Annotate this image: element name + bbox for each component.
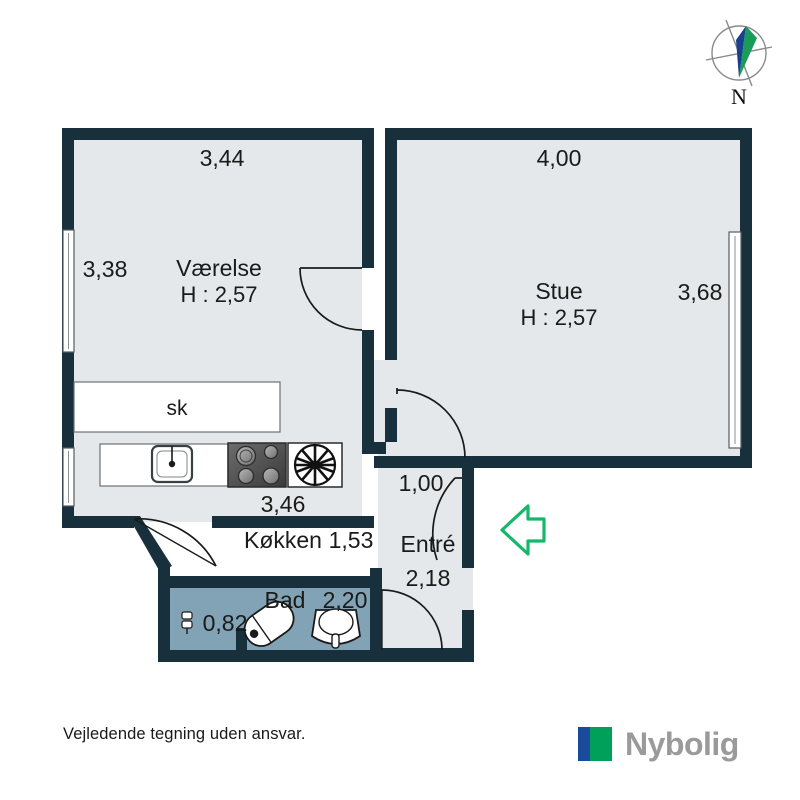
fixtures: sk xyxy=(73,381,361,649)
nybolig-logo-text: Nybolig xyxy=(625,726,739,762)
windows xyxy=(62,229,742,507)
wall-top-right xyxy=(385,128,752,140)
kitchen-fan-ring xyxy=(293,443,337,487)
door-kokken-swing xyxy=(133,518,217,567)
dim-entre-top: 1,00 xyxy=(399,470,444,496)
compass-circle xyxy=(711,25,767,81)
stove-burner-2 xyxy=(263,444,279,460)
wall-top-left xyxy=(62,128,372,140)
kitchen-faucet-knob xyxy=(168,460,176,468)
wall-bad-jamb xyxy=(158,566,170,580)
compass-needle-west xyxy=(736,26,746,78)
stove-burner-3 xyxy=(237,467,255,485)
room-height-stue: H : 2,57 xyxy=(520,305,597,330)
wall-bad-top xyxy=(158,576,382,588)
closet-sk-label: sk xyxy=(167,397,189,420)
dim-vaerelse-left: 3,38 xyxy=(83,256,128,282)
entrance-arrow-icon xyxy=(500,504,546,556)
room-label-kokken: Køkken xyxy=(244,527,322,553)
door-vaerelse-swing xyxy=(299,267,363,331)
wall-kitchen-diag xyxy=(128,516,172,572)
door-entre-swing xyxy=(432,477,456,561)
room-fill-stue xyxy=(395,138,740,460)
wall-entre-right2 xyxy=(462,610,474,660)
room-fill-entre-lower xyxy=(378,580,473,652)
wall-bad-left xyxy=(158,576,170,662)
room-label-bad: Bad xyxy=(265,587,306,613)
room-label-stue: Stue xyxy=(535,278,582,304)
logo-green-block xyxy=(590,727,612,761)
wall-kitchen-bottom-right xyxy=(212,516,374,528)
nybolig-logo: Nybolig xyxy=(578,727,739,761)
door-kokken-leaf xyxy=(133,518,217,567)
wall-kitchen-bottom-left xyxy=(62,516,134,528)
compass-north-label: N xyxy=(731,84,747,109)
wall-hall-right2 xyxy=(385,408,397,442)
room-height-vaerelse: H : 2,57 xyxy=(180,282,257,307)
wall-mid-upper xyxy=(362,128,374,268)
wall-entre-right xyxy=(462,468,474,568)
wall-mid-lower xyxy=(362,330,374,442)
dim-entre-width: 2,18 xyxy=(406,565,451,591)
stove-burner-1 xyxy=(235,445,257,467)
bath-tub xyxy=(243,600,295,647)
wall-bad-bottom xyxy=(158,650,474,662)
wall-hall-jamb xyxy=(362,442,386,454)
doors xyxy=(133,267,466,651)
dim-vaerelse-top: 3,44 xyxy=(200,145,245,171)
kitchen-fan-hub xyxy=(310,460,320,470)
disclaimer-text: Vejledende tegning uden ansvar. xyxy=(63,725,306,743)
compass-needle-east xyxy=(739,26,757,78)
door-bad-swing xyxy=(381,589,443,651)
closet-sk-box xyxy=(73,381,281,433)
nybolig-logo-mark xyxy=(578,727,612,761)
dim-kokken-width: 1,53 xyxy=(329,527,374,553)
wall-hall-right xyxy=(385,128,397,360)
dim-bad-width: 0,82 xyxy=(203,610,248,636)
dim-kokken-top: 3,46 xyxy=(261,491,306,517)
wall-stue-bottom xyxy=(462,456,752,468)
door-stue-swing xyxy=(396,389,466,459)
wall-right-outer xyxy=(740,128,752,468)
dim-bad-top: 2,20 xyxy=(323,587,368,613)
bath-sink xyxy=(181,611,193,634)
labels: 3,44 3,38 Værelse H : 2,57 4,00 3,68 Stu… xyxy=(83,145,723,636)
dim-stue-top: 4,00 xyxy=(537,145,582,171)
wall-bad-stub xyxy=(236,628,247,650)
room-label-entre: Entré xyxy=(401,531,456,557)
room-label-vaerelse: Værelse xyxy=(176,255,262,281)
compass-rose: N xyxy=(705,19,773,109)
stove-burner-4 xyxy=(262,467,280,485)
wall-bad-entre xyxy=(370,568,382,660)
logo-blue-block xyxy=(578,727,591,761)
dim-stue-right: 3,68 xyxy=(678,279,723,305)
wall-entre-top xyxy=(374,456,474,468)
bath-toilet xyxy=(311,608,361,649)
